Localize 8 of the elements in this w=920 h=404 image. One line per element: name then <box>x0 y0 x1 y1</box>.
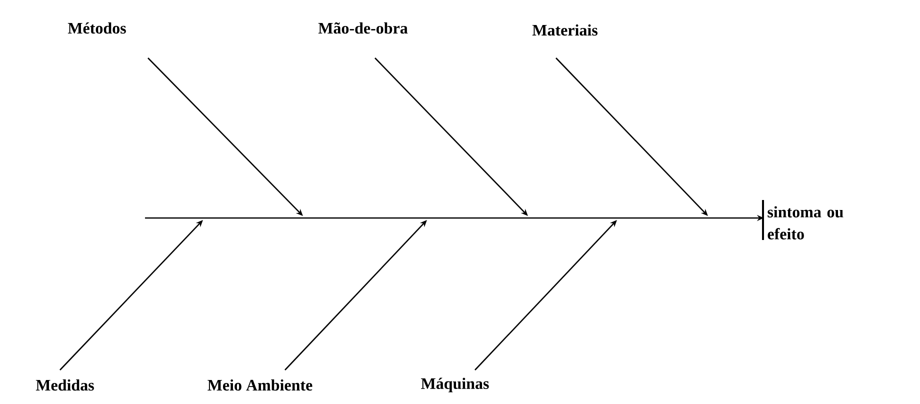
cause-label: Mão-de-obra <box>318 22 408 34</box>
rib-arrow <box>148 58 303 216</box>
cause-label: Medidas <box>36 379 94 391</box>
cause-label: Métodos <box>68 22 126 34</box>
effect-label: sintoma ou efeito <box>762 200 844 240</box>
cause-label: Máquinas <box>421 378 489 392</box>
cause-label: Meio Ambiente <box>208 379 312 391</box>
cause-label: Materiais <box>532 24 598 36</box>
